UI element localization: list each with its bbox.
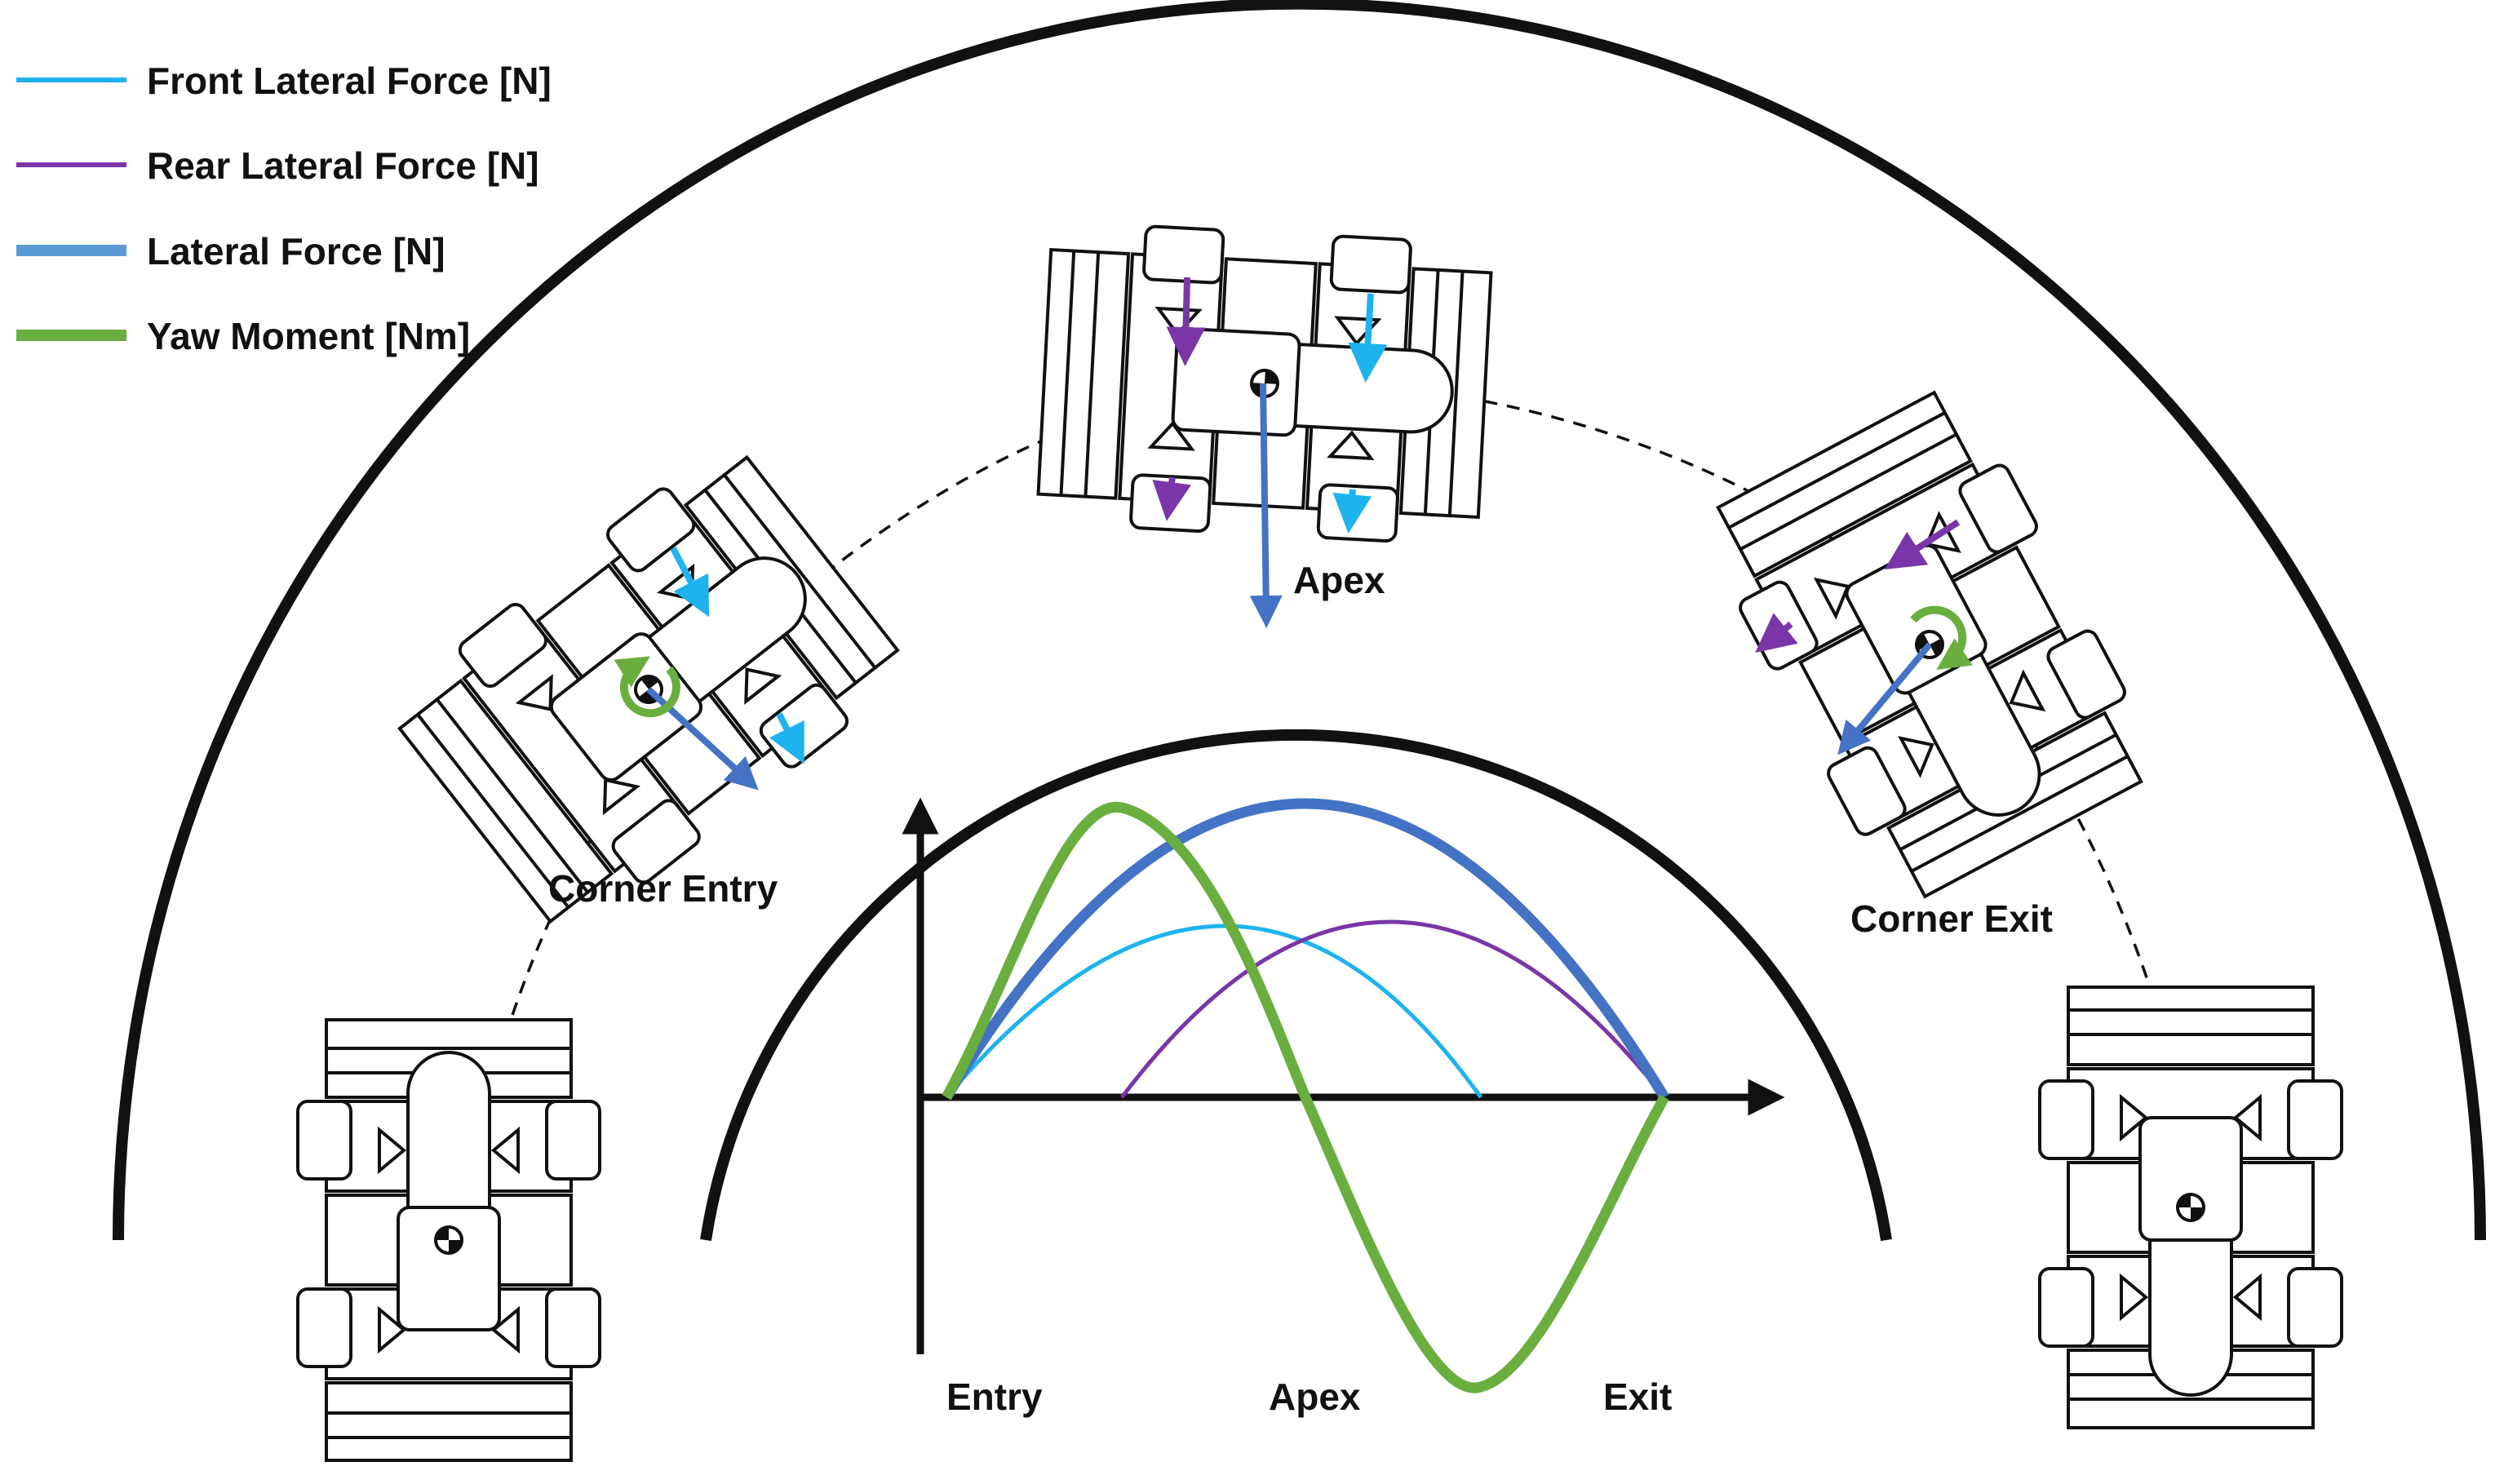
lateral-force-arrow-icon	[1837, 642, 1933, 755]
lateral-force-arrow-icon	[1249, 383, 1283, 628]
front-lateral-force-curve	[945, 924, 1483, 1099]
yaw-rotation-icon	[1910, 605, 1973, 671]
axis-label-exit: Exit	[1603, 1375, 1672, 1418]
front-force-arrow-icon	[1332, 489, 1372, 534]
stage-label-exit: Corner Exit	[1850, 897, 2053, 940]
car-straight-exit	[2038, 986, 2343, 1429]
corner-entry-forces	[614, 547, 804, 791]
legend-label-lateral: Lateral Force [N]	[147, 230, 445, 272]
outer-track-boundary	[113, 0, 2486, 1241]
rear-lateral-force-curve	[1120, 919, 1666, 1099]
front-force-arrow-icon	[1348, 293, 1388, 383]
inner-track-boundary	[700, 729, 1892, 1242]
yaw-rotation-icon	[614, 656, 680, 718]
legend: Front Lateral Force [N] Rear Lateral For…	[16, 60, 552, 357]
rear-force-arrow-icon	[1152, 476, 1191, 521]
car-straight-entry	[296, 1018, 601, 1462]
yaw-moment-curve	[942, 801, 1669, 1393]
legend-label-front: Front Lateral Force [N]	[147, 60, 552, 102]
axis-label-entry: Entry	[946, 1375, 1043, 1418]
axis-label-apex: Apex	[1269, 1375, 1361, 1418]
lateral-force-curve	[942, 798, 1669, 1101]
legend-label-rear: Rear Lateral Force [N]	[147, 144, 539, 187]
stage-label-entry: Corner Entry	[548, 867, 778, 910]
stage-label-apex: Apex	[1293, 559, 1385, 601]
front-force-arrow-icon	[670, 547, 710, 618]
rear-force-arrow-icon	[1166, 277, 1206, 366]
legend-label-yaw: Yaw Moment [Nm]	[147, 315, 470, 357]
rear-force-arrow-icon	[1884, 519, 1961, 569]
front-force-arrow-icon	[769, 712, 804, 764]
apex-forces	[1152, 277, 1388, 628]
rear-force-arrow-icon	[1755, 613, 1798, 653]
corner-exit-forces	[1755, 519, 1973, 755]
